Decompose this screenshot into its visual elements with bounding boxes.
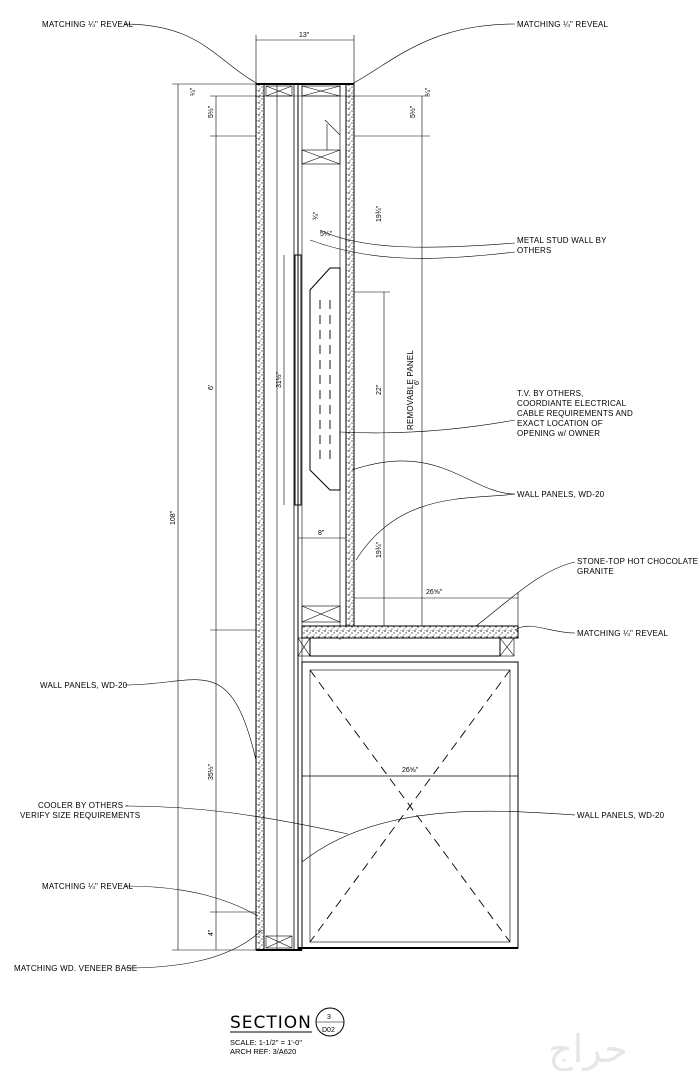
note-matching-reveal-counter: MATCHING ¼" REVEAL	[577, 629, 669, 638]
section-number: 3	[327, 1014, 331, 1021]
dim-5-left: 5½"	[207, 105, 215, 118]
notes: MATCHING ¼" REVEAL MATCHING ¼" REVEAL ME…	[14, 20, 698, 973]
note-cooler-1: COOLER BY OTHERS -	[38, 801, 129, 810]
note-tv-5: OPENING w/ OWNER	[517, 429, 600, 438]
note-removable-panel: REMOVABLE PANEL	[406, 350, 415, 430]
dim-overall-height: 108"	[170, 510, 177, 525]
note-tv-4: EXACT LOCATION OF	[517, 419, 603, 428]
note-matching-reveal-bottom: MATCHING ¼" REVEAL	[42, 882, 134, 891]
dim-top-width: 13"	[299, 32, 310, 39]
dim-26-top: 26⅝"	[426, 589, 443, 596]
dim-26-cooler: 26⅝"	[402, 767, 419, 774]
note-wall-panels-right: WALL PANELS, WD-20	[577, 811, 665, 820]
dim-right-6ft: 6'	[414, 380, 421, 385]
dimension-text: 13" 108" 6' 6' 22" 8" 26⅝" 26⅝" 35½" 4" …	[170, 32, 443, 936]
dim-4: 4"	[208, 929, 215, 936]
wall-assembly	[255, 83, 355, 951]
note-cooler-2: VERIFY SIZE REQUIREMENTS	[20, 811, 140, 820]
note-stone-top-1: STONE-TOP HOT CHOCOLATE	[577, 557, 698, 566]
note-stone-top-2: GRANITE	[577, 567, 614, 576]
title-block: SECTION 3 D02 SCALE: 1-1/2" = 1'-0" ARCH…	[230, 1007, 345, 1056]
dim-5-right: 5½"	[409, 105, 417, 118]
note-wall-panels-left: WALL PANELS, WD-20	[40, 681, 128, 690]
tick-label-1: ¼"	[190, 87, 197, 96]
note-matching-reveal-top-left: MATCHING ¼" REVEAL	[42, 20, 134, 29]
tick-label-2: ¼"	[425, 87, 432, 96]
section-sheet: D02	[322, 1027, 335, 1034]
dim-31: 31½"	[275, 371, 283, 388]
note-tv-1: T.V. BY OTHERS,	[517, 389, 584, 398]
note-tv-3: CABLE REQUIREMENTS AND	[517, 409, 633, 418]
note-tv-2: COORDIANTE ELECTRICAL	[517, 399, 626, 408]
dim-3-4: ¾"	[313, 211, 320, 220]
note-metal-stud-2: OTHERS	[517, 246, 552, 255]
dim-8: 8"	[318, 530, 325, 537]
leader-lines	[123, 23, 576, 969]
dim-19-lower: 19¾"	[376, 541, 383, 558]
dim-5-4: 5¼"	[320, 231, 333, 238]
section-title: SECTION	[230, 1013, 312, 1033]
cooler-cabinet	[298, 661, 519, 949]
dim-upper-6ft: 6'	[208, 385, 215, 390]
dim-35: 35½"	[207, 763, 215, 780]
note-matching-reveal-top-right: MATCHING ¼" REVEAL	[517, 20, 609, 29]
dimension-lines	[172, 35, 519, 951]
countertop	[297, 625, 519, 657]
note-wall-panels-upper: WALL PANELS, WD-20	[517, 490, 605, 499]
dim-22: 22"	[376, 384, 383, 395]
note-metal-stud-1: METAL STUD WALL BY	[517, 236, 607, 245]
scale-text: SCALE: 1-1/2" = 1'-0"	[230, 1038, 302, 1047]
dim-19-upper: 19¾"	[376, 205, 383, 222]
watermark-logo: حراج	[548, 1027, 628, 1071]
arch-ref-text: ARCH REF: 3/A620	[230, 1047, 296, 1056]
tv-unit	[294, 119, 341, 506]
note-veneer-base: MATCHING WD. VENEER BASE	[14, 964, 137, 973]
